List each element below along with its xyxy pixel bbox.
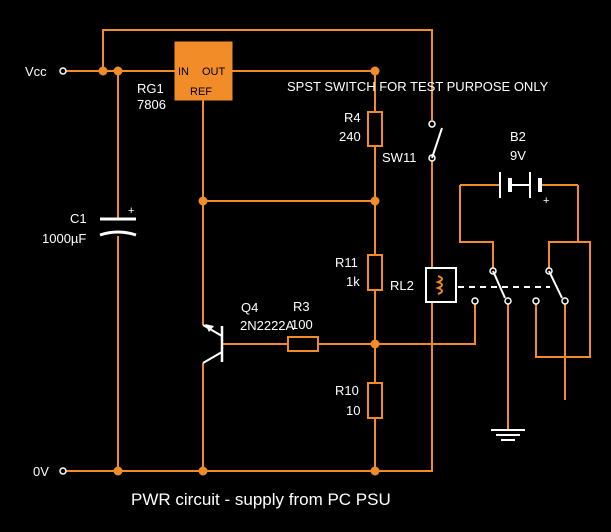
resistor-r11: R11 1k [335,254,383,291]
relay-rl2: RL2 [390,267,569,305]
ground-icon [491,429,525,441]
resistor-r11-name: R11 [335,255,358,270]
switch-note: SPST SWITCH FOR TEST PURPOSE ONLY [287,79,549,94]
regulator-pin-in: IN [178,66,189,78]
diagram-caption: PWR circuit - supply from PC PSU [131,490,391,509]
wires [66,29,591,472]
gnd-terminal: 0V [33,464,67,479]
regulator-rg1: IN OUT REF RG1 7806 [137,41,233,112]
vcc-label: Vcc [25,64,47,79]
resistor-r10-name: R10 [335,383,359,398]
resistor-r10-value: 10 [346,403,360,418]
regulator-pin-out: OUT [202,66,226,78]
resistor-r4: R4 240 [339,110,383,147]
gnd-label: 0V [33,464,49,479]
junctions [98,66,380,476]
capacitor-value: 1000µF [42,231,86,246]
transistor-part: 2N2222A [240,318,295,333]
capacitor-c1: + C1 1000µF [42,205,137,246]
regulator-pin-ref: REF [190,86,212,98]
vcc-terminal: Vcc [25,64,67,79]
capacitor-name: C1 [70,211,87,226]
capacitor-polarity: + [128,205,134,217]
switch-sw11: SW11 SPST SWITCH FOR TEST PURPOSE ONLY [287,79,549,165]
transistor-name: Q4 [241,300,258,315]
resistor-r3-value: 100 [291,317,313,332]
resistor-r4-name: R4 [344,110,361,125]
battery-name: B2 [510,129,526,144]
regulator-name: RG1 [137,81,164,96]
battery-polarity: + [543,195,549,207]
resistor-r11-value: 1k [346,274,360,289]
resistor-r3: R3 100 [287,299,319,352]
battery-value: 9V [510,148,526,163]
relay-name: RL2 [390,278,414,293]
switch-name: SW11 [382,150,416,165]
regulator-part: 7806 [137,97,166,112]
resistor-r4-value: 240 [339,129,361,144]
resistor-r10: R10 10 [335,382,383,419]
battery-b2: + B2 9V [499,129,549,207]
transistor-q4: Q4 2N2222A [202,300,295,364]
resistor-r3-name: R3 [293,299,310,314]
